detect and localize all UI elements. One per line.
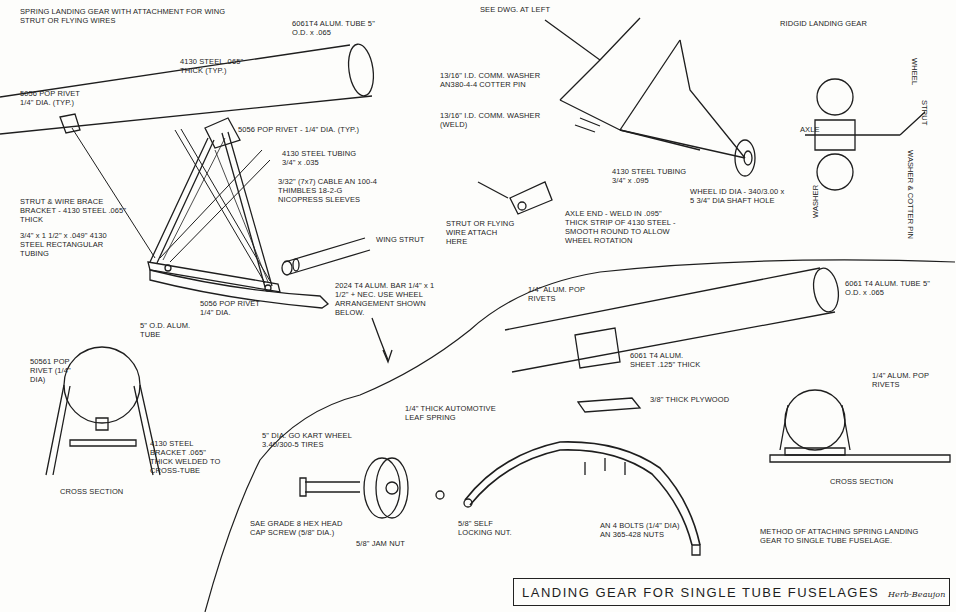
- callout-label: 3/8" THICK PLYWOOD: [650, 396, 729, 405]
- callout-label: 6061 T4 ALUM. TUBE 5" O.D. x .065: [845, 280, 935, 298]
- callout-label: SAE GRADE 8 HEX HEAD CAP SCREW (5/8" DIA…: [250, 520, 350, 538]
- callout-label: 5" DIA. GO KART WHEEL 3.40/300-5 TIRES: [262, 432, 352, 450]
- drawing-title: LANDING GEAR FOR SINGLE TUBE FUSELAGES: [522, 585, 879, 600]
- callout-label: 5056 POP RIVET 1/4" DIA. (TYP.): [20, 90, 90, 108]
- callout-label: WASHER: [812, 185, 821, 218]
- callout-label: 1/4" ALUM. POP RIVETS: [872, 372, 932, 390]
- callout-label: 4130 STEEL BRACKET .065" THICK WELDED TO…: [150, 440, 230, 475]
- callout-label: AN 4 BOLTS (1/4" DIA) AN 365-428 NUTS: [600, 522, 690, 540]
- callout-label: 5/8" JAM NUT: [356, 540, 405, 549]
- callout-label: 13/16" I.D. COMM. WASHER AN380-4-4 COTTE…: [440, 72, 550, 90]
- callout-label: 3/32" (7x7) CABLE AN 100-4 THIMBLES 18-2…: [278, 178, 388, 205]
- callout-label: CROSS SECTION: [60, 488, 123, 497]
- callout-label: STRUT: [919, 100, 928, 126]
- callout-label: 5/8" SELF LOCKING NUT.: [458, 520, 518, 538]
- title-block: LANDING GEAR FOR SINGLE TUBE FUSELAGES: [513, 578, 950, 606]
- callout-label: WHEEL ID DIA - 340/3.00 x 5 3/4" DIA SHA…: [690, 188, 790, 206]
- callout-label: WASHER & COTTER PIN: [905, 150, 914, 239]
- callout-label: 4130 STEEL .065" THICK (TYP.): [180, 58, 250, 76]
- callout-label: METHOD OF ATTACHING SPRING LANDING GEAR …: [760, 528, 920, 546]
- callout-label: SPRING LANDING GEAR WITH ATTACHMENT FOR …: [20, 8, 240, 26]
- callout-label: 6061 T4 ALUM. SHEET .125" THICK: [630, 352, 705, 370]
- callout-label: AXLE: [800, 126, 820, 135]
- callout-label: 50561 POP RIVET (1/4" DIA): [30, 358, 85, 385]
- callout-label: 6061T4 ALUM. TUBE 5" O.D. x .065: [292, 20, 387, 38]
- callout-label: 3/4" x 1 1/2" x .049" 4130 STEEL RECTANG…: [20, 232, 120, 259]
- callout-label: 13/16" I.D. COMM. WASHER (WELD): [440, 112, 560, 130]
- callout-label: AXLE END - WELD IN .095" THICK STRIP OF …: [565, 210, 685, 245]
- callout-label: 5" O.D. ALUM. TUBE: [140, 322, 210, 340]
- callout-label: 5056 POP RIVET 1/4" DIA.: [200, 300, 260, 318]
- callout-label: WING STRUT: [376, 236, 425, 245]
- signature: Herb-Beaujon: [888, 590, 946, 599]
- callout-label: 1/4" ALUM. POP RIVETS: [528, 286, 588, 304]
- callout-label: 1/4" THICK AUTOMOTIVE LEAF SPRING: [405, 405, 505, 423]
- callout-label: SEE DWG. AT LEFT: [480, 6, 550, 15]
- callout-label: 5056 POP RIVET - 1/4" DIA. (TYP.): [238, 126, 359, 135]
- callout-label: CROSS SECTION: [830, 478, 893, 487]
- callout-label: 2024 T4 ALUM. BAR 1/4" x 1 1/2" + NEC. U…: [335, 282, 445, 317]
- callout-label: 4130 STEEL TUBING 3/4" x .095: [612, 168, 687, 186]
- callout-label: STRUT & WIRE BRACE BRACKET - 4130 STEEL …: [20, 198, 130, 225]
- callout-label: WHEEL: [909, 58, 918, 85]
- callout-label: STRUT OR FLYING WIRE ATTACH HERE: [446, 220, 516, 247]
- callout-label: 4130 STEEL TUBING 3/4" x .035: [282, 150, 367, 168]
- callout-label: RIDGID LANDING GEAR: [780, 20, 867, 29]
